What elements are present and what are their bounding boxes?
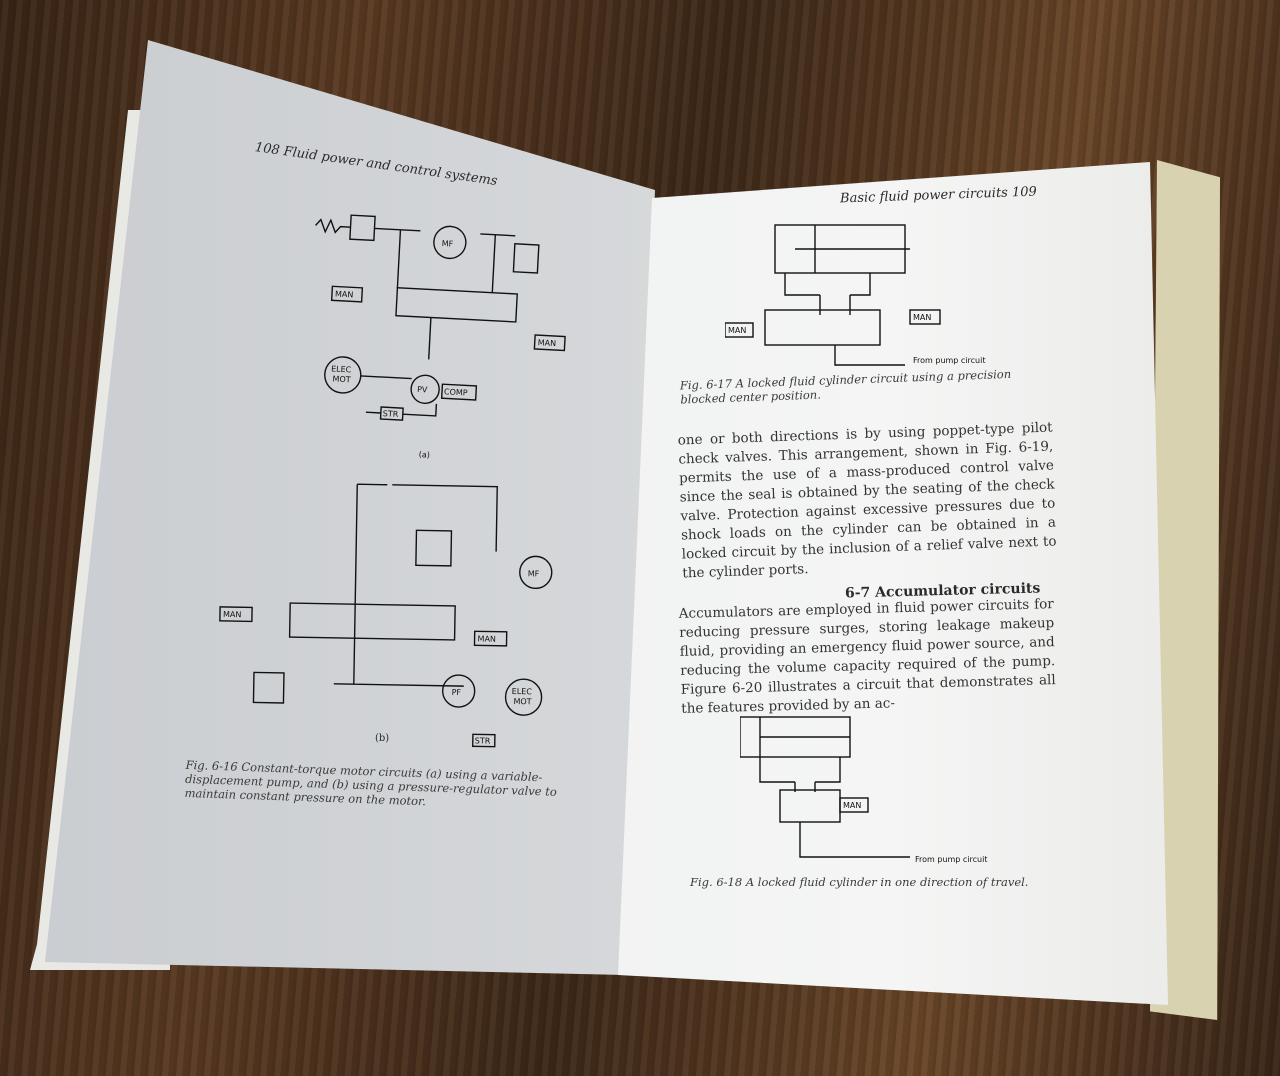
svg-text:MOT: MOT [332,374,351,384]
svg-text:COMP: COMP [444,387,468,397]
svg-text:MOT: MOT [513,697,531,706]
svg-text:MAN: MAN [843,801,861,810]
svg-text:STR: STR [383,409,399,419]
svg-text:MF: MF [528,569,540,578]
svg-text:MAN: MAN [537,338,556,348]
body-paragraph-1: one or both directions is by using poppe… [677,419,1057,582]
svg-text:MAN: MAN [223,610,242,619]
svg-text:MAN: MAN [335,289,354,299]
svg-text:STR: STR [475,736,491,745]
svg-text:From pump circuit: From pump circuit [915,855,988,864]
svg-text:PF: PF [452,688,462,697]
svg-text:ELEC: ELEC [512,687,533,696]
figure-6-17-diagram: MAN MAN From pump circuit [725,224,986,366]
body-paragraph-2: Accumulators are employed in fluid power… [678,596,1056,717]
svg-text:ELEC: ELEC [331,364,352,374]
svg-text:(a): (a) [418,450,430,460]
fig-6-18-caption: Fig. 6-18 A locked fluid cylinder in one… [690,875,1029,889]
svg-text:MAN: MAN [728,326,746,335]
svg-text:MF: MF [442,239,454,249]
svg-text:MAN: MAN [478,634,497,643]
svg-text:MAN: MAN [913,313,931,322]
fig-b-label: (b) [375,733,390,744]
svg-text:From pump circuit: From pump circuit [913,356,986,365]
figure-6-18-diagram: MAN From pump circuit [740,716,988,864]
svg-text:PV: PV [417,385,428,395]
